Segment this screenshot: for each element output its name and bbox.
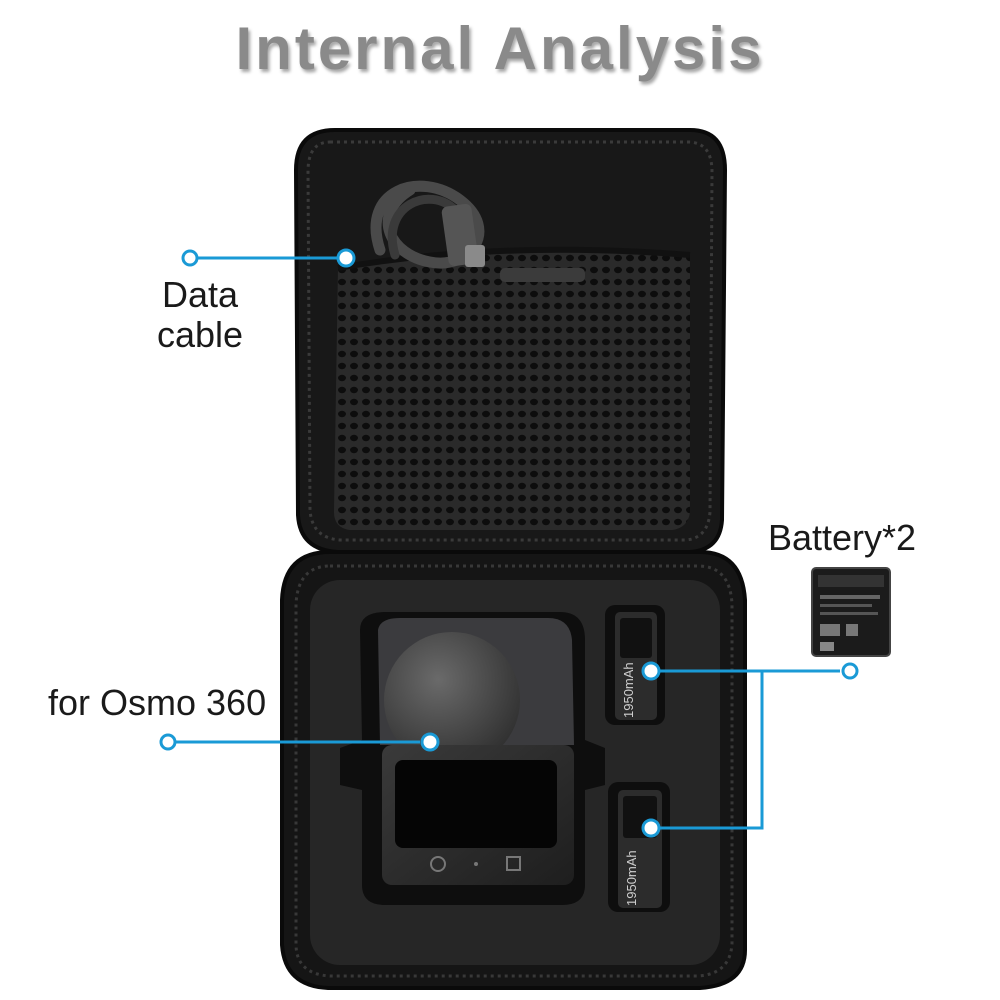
- data-cable-label: Data cable: [156, 274, 244, 355]
- camera-button-square: [506, 856, 521, 871]
- zipper-pull: [500, 268, 585, 282]
- camera-screen: [395, 760, 557, 848]
- battery-slot-bottom: 1950mAh: [608, 782, 670, 912]
- case-lid: [293, 128, 728, 554]
- battery-slot-top: 1950mAh: [605, 605, 665, 725]
- camera-button-circle: [430, 856, 446, 872]
- osmo-360-camera: [378, 618, 574, 885]
- callout-lines: [176, 256, 840, 830]
- camera-lens: [384, 632, 520, 768]
- battery-label: Battery*2: [768, 517, 917, 558]
- battery-capacity-label-top: 1950mAh: [621, 662, 636, 718]
- callout-dots: [159, 248, 859, 838]
- page-title: Internal Analysis: [235, 15, 765, 82]
- case-base: 1950mAh 1950mAh: [280, 550, 747, 990]
- battery-capacity-label-bottom: 1950mAh: [624, 850, 639, 906]
- mesh-pocket: [334, 249, 690, 530]
- battery-picture: [811, 567, 891, 657]
- camera-label: for Osmo 360: [48, 682, 267, 723]
- data-cable: [370, 180, 485, 269]
